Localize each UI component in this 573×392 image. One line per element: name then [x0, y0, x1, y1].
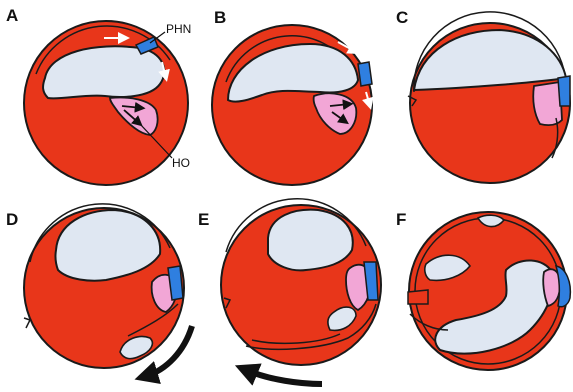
- panel-letter-f: F: [396, 210, 406, 230]
- panel-f: [408, 212, 570, 370]
- ho-label: HO: [172, 156, 190, 170]
- panel-c-phn-region: [558, 76, 570, 106]
- panel-c: [408, 12, 570, 183]
- panel-e-cavity: [268, 210, 353, 271]
- panel-letter-d: D: [6, 210, 18, 230]
- panel-b: [212, 25, 372, 185]
- panel-d-notch: [24, 318, 30, 328]
- panel-c-cavity: [414, 30, 566, 90]
- panel-letter-a: A: [6, 6, 18, 26]
- panel-e-rotation-arrow: [246, 370, 322, 384]
- panel-letter-b: B: [214, 8, 226, 28]
- panel-letter-e: E: [198, 210, 209, 230]
- panel-b-phn-region: [358, 62, 372, 86]
- panel-letter-c: C: [396, 8, 408, 28]
- panel-a: [24, 21, 188, 185]
- panel-d: [24, 204, 192, 376]
- panel-f-fold-tab: [408, 290, 428, 304]
- panel-c-ho-region: [533, 82, 562, 125]
- panel-e: [221, 199, 381, 384]
- phn-label: PHN: [166, 22, 191, 36]
